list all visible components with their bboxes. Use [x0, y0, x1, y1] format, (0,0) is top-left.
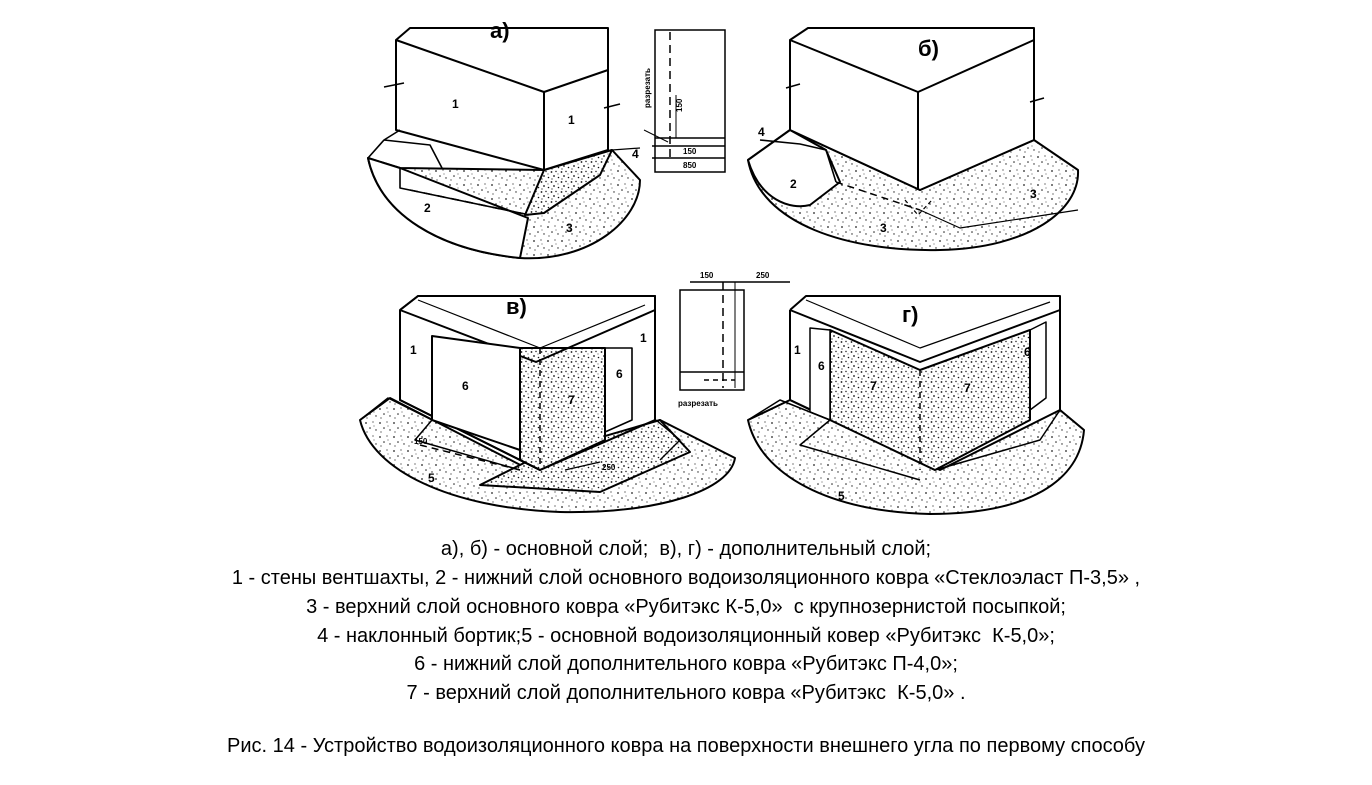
- dimension-150: 150: [414, 437, 428, 446]
- part-number-1: 1: [410, 343, 417, 357]
- dimension-250: 250: [756, 271, 770, 280]
- panel-label-g: г): [902, 302, 919, 327]
- panel-label-a: а): [490, 18, 510, 43]
- part-number-3: 3: [880, 221, 887, 235]
- panel-b: [747, 27, 1080, 252]
- part-number-5: 5: [428, 471, 435, 485]
- part-number-5: 5: [838, 489, 845, 503]
- panel-a: [367, 27, 641, 260]
- part-number-3: 3: [566, 221, 573, 235]
- part-number-6: 6: [616, 367, 623, 381]
- dimension-150: 150: [675, 98, 684, 112]
- part-number-1: 1: [794, 343, 801, 357]
- panel-label-v: в): [506, 294, 527, 319]
- part-number-6: 6: [1024, 345, 1031, 359]
- figure-title: Рис. 14 - Устройство водоизоляционного к…: [227, 735, 1145, 757]
- strip-detail-top: [643, 29, 726, 173]
- dimension-150: 150: [700, 271, 714, 280]
- part-number-1: 1: [568, 113, 575, 127]
- part-number-4: 4: [758, 125, 765, 139]
- part-number-3: 3: [1030, 187, 1037, 201]
- part-number-7: 7: [568, 393, 575, 407]
- cut-label: разрезать: [643, 68, 652, 108]
- dimension-250: 250: [602, 463, 616, 472]
- part-number-4: 4: [632, 147, 639, 161]
- panel-label-b: б): [918, 36, 939, 61]
- part-number-2: 2: [790, 177, 797, 191]
- caption-line-6: 7 - верхний слой дополнительного ковра «…: [406, 682, 966, 704]
- caption-line-3: 3 - верхний слой основного ковра «Рубитэ…: [306, 596, 1066, 618]
- dimension-850: 850: [683, 161, 697, 170]
- dimension-150: 150: [683, 147, 697, 156]
- part-number-2: 2: [424, 201, 431, 215]
- caption-line-1: а), б) - основной слой; в), г) - дополни…: [440, 538, 932, 560]
- caption-line-5: 6 - нижний слой дополнительного ковра «Р…: [414, 653, 958, 675]
- part-number-6: 6: [462, 379, 469, 393]
- cut-label: разрезать: [678, 399, 718, 408]
- part-number-1: 1: [640, 331, 647, 345]
- panel-v: [359, 295, 736, 514]
- waterproofing-diagram: а) 1 1 2 3 4 разрезать 150 150 850 б) 4 …: [359, 18, 1085, 515]
- panel-g: [747, 295, 1085, 515]
- caption-line-4: 4 - наклонный бортик;5 - основной водоиз…: [317, 625, 1055, 647]
- part-number-7: 7: [964, 381, 971, 395]
- part-number-6: 6: [818, 359, 825, 373]
- part-number-1: 1: [452, 97, 459, 111]
- part-number-7: 7: [870, 379, 877, 393]
- caption-line-2: 1 - стены вентшахты, 2 - нижний слой осн…: [231, 567, 1141, 589]
- strip-detail-middle: [679, 281, 790, 391]
